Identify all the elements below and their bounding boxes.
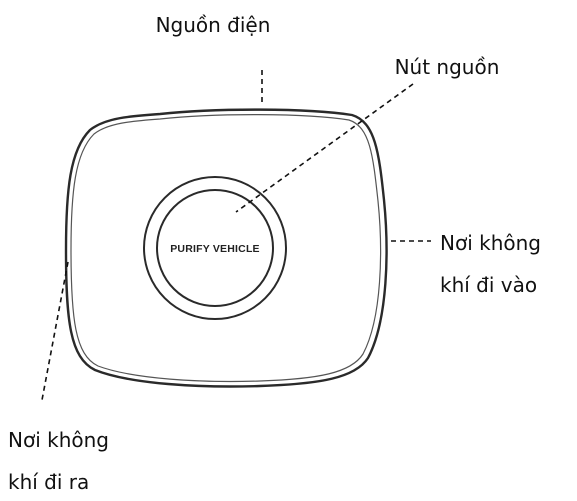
power-button-assembly: PURIFY VEHICLE	[143, 176, 287, 320]
label-air-inlet-line2: khí đi vào	[440, 273, 537, 297]
label-air-inlet-line1: Nơi không	[440, 231, 541, 255]
device-inner-outline	[70, 114, 382, 383]
label-power-source: Nguồn điện	[156, 13, 271, 37]
device-center-text: PURIFY VEHICLE	[170, 243, 260, 255]
label-air-outlet-line2: khí đi ra	[8, 470, 89, 494]
label-power-button: Nút nguồn	[395, 55, 500, 79]
button-inner-ring	[156, 189, 274, 307]
leader-power-button	[235, 83, 414, 213]
leader-air-outlet	[41, 261, 69, 401]
label-air-outlet-line1: Nơi không	[8, 428, 109, 452]
